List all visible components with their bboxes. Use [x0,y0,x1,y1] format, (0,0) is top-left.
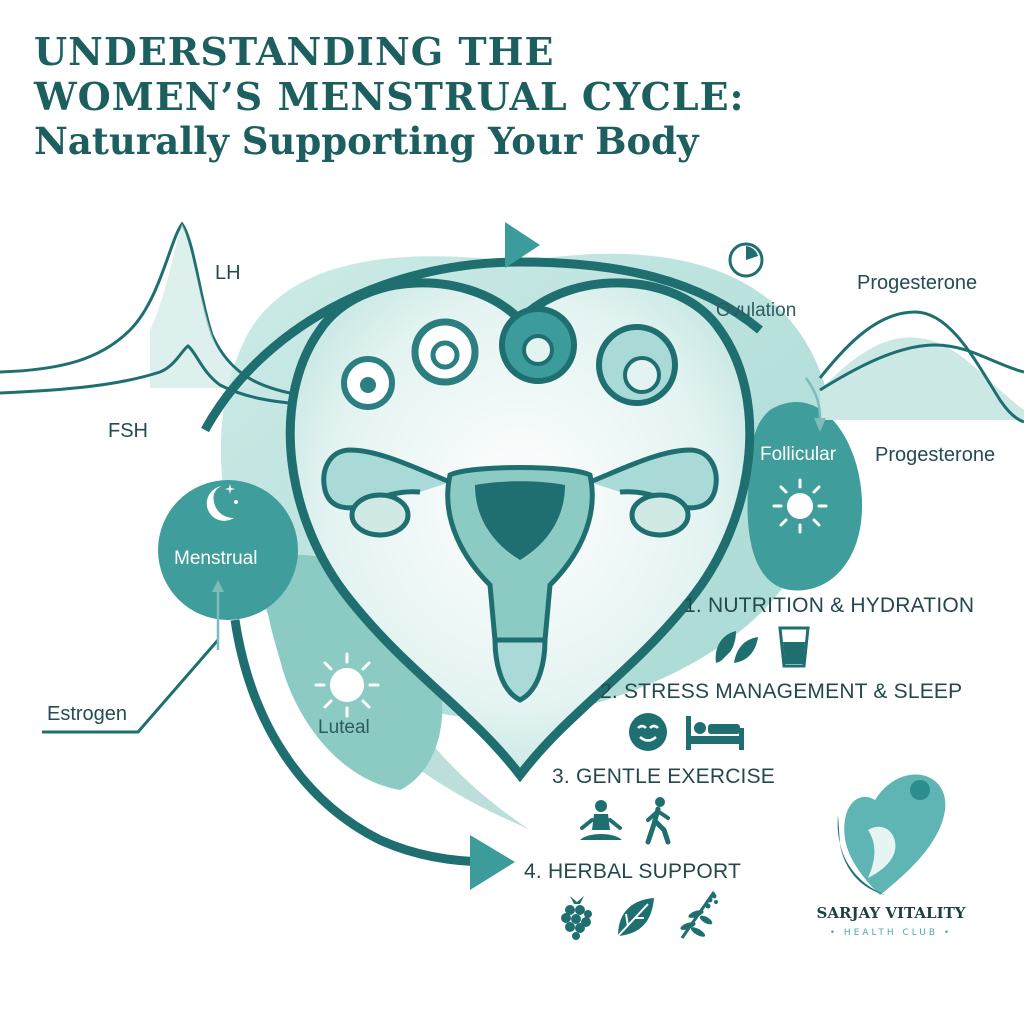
walking-icon [645,797,671,845]
arrowhead-menstrual [212,580,224,592]
fsh-curve [0,344,301,406]
progesterone-curve-1 [818,310,1024,424]
progesterone-label-top: Progesterone [857,272,978,294]
title-line-2: WOMEN’S MENSTRUAL CYCLE: [34,73,745,119]
uterus-illustration [321,447,719,703]
phase-luteal-label: Luteal [318,717,370,738]
phase-menstrual-label: Menstrual [174,548,258,569]
herb-sprig-icon [680,891,718,939]
bed-icon [686,716,744,750]
leaves-icon [715,631,758,666]
sun-icon-luteal [314,652,380,718]
fsh-label: FSH [108,420,148,442]
arrowhead-lower [470,835,515,890]
phase-follicular-label: Follicular [760,444,837,465]
brand-tagline: • HEALTH CLUB • [829,928,953,938]
raspberry-icon [561,896,592,940]
lh-curve [0,221,301,397]
herb-leaf-icon [617,898,654,937]
progesterone-area [820,337,1024,420]
tip-nutrition-heading: 1. NUTRITION & HYDRATION [684,594,975,617]
arrow-to-follicular [804,377,822,421]
clock-icon [728,242,764,278]
tip-stress-heading: 2. STRESS MANAGEMENT & SLEEP [600,680,963,703]
phase-ovulation-label: Ovulation [716,300,797,321]
tip-herbal-heading: 4. HERBAL SUPPORT [524,860,741,883]
menstrual-circle [158,480,298,620]
water-glass-icon [778,626,810,668]
estrogen-label: Estrogen [47,703,128,725]
meditation-icon [580,800,622,840]
tip-exercise-heading: 3. GENTLE EXERCISE [552,765,776,788]
arrowhead-top [505,222,540,268]
title-line-1: UNDERSTANDING THE [34,29,555,74]
brand-logo [837,774,946,895]
page-title: UNDERSTANDING THE WOMEN’S MENSTRUAL CYCL… [34,29,994,163]
cycle-arrow-lower [230,619,491,867]
progesterone-curve-2 [819,343,1024,392]
moon-stars-icon [206,484,238,521]
calm-face-icon [629,713,667,751]
arrowhead-follicular [814,418,826,432]
lh-peak-fill [150,224,260,388]
sun-icon-follicular [772,478,828,534]
follicle-stages [341,306,678,410]
estrogen-line [42,639,220,734]
brand-name: SARJAY VITALITY [816,904,966,922]
progesterone-label-side: Progesterone [875,444,996,466]
title-line-3: Naturally Supporting Your Body [34,118,699,163]
lh-label: LH [215,262,241,284]
